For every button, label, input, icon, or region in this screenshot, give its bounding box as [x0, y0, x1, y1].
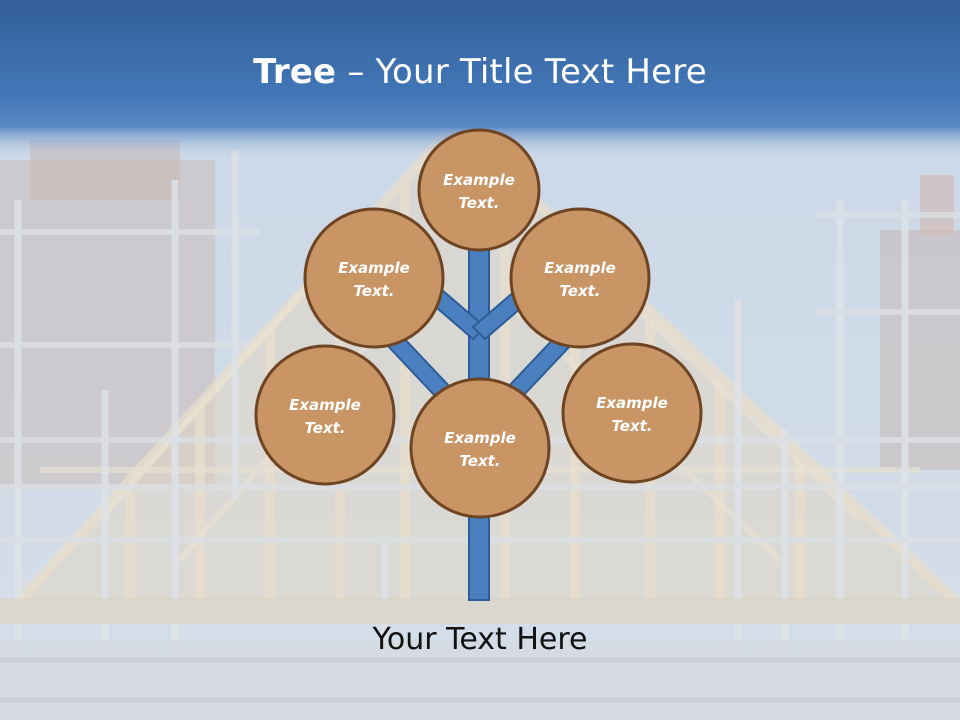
node-label-line1: Example [444, 429, 516, 447]
title-separator: – [336, 52, 376, 92]
node-label-line2: Text. [458, 194, 499, 212]
node-label-line1: Example [443, 171, 515, 189]
node-label-line1: Example [338, 259, 410, 277]
node-label-line2: Text. [559, 282, 600, 300]
tree-node-top[interactable]: Example Text. [417, 128, 541, 252]
node-label-line1: Example [596, 394, 668, 412]
node-label-line2: Text. [353, 282, 394, 300]
title-rest: Your Title Text Here [375, 52, 707, 92]
slide-title: Tree – Your Title Text Here [0, 52, 960, 92]
tree-node-upper-left[interactable]: Example Text. [303, 207, 445, 349]
title-strong: Tree [253, 52, 337, 92]
node-label-line2: Text. [611, 417, 652, 435]
tree-node-lower-left[interactable]: Example Text. [254, 344, 396, 486]
tree-node-lower-right[interactable]: Example Text. [561, 342, 703, 484]
node-label-line2: Text. [459, 452, 500, 470]
node-label-line1: Example [544, 259, 616, 277]
footer-text: Your Text Here [372, 622, 588, 657]
node-label-line2: Text. [304, 419, 345, 437]
tree-node-center[interactable]: Example Text. [409, 377, 551, 519]
tree-node-upper-right[interactable]: Example Text. [509, 207, 651, 349]
node-label-line1: Example [289, 396, 361, 414]
